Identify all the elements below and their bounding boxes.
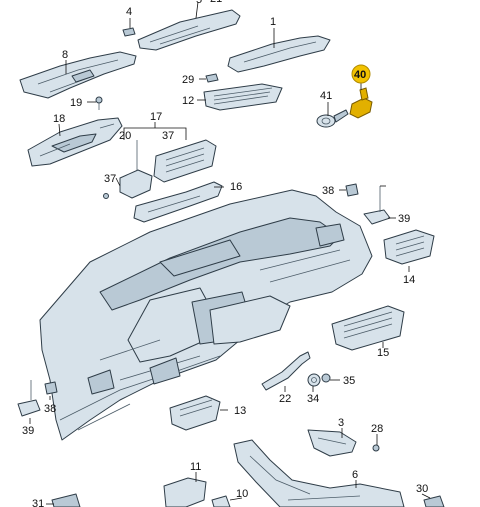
part-38-clip-right: [345, 183, 359, 197]
callout-37-lower: 37: [104, 173, 116, 185]
callout-39-right: 39: [398, 213, 410, 225]
callout-34: 34: [307, 393, 319, 405]
part-12-vent: [203, 83, 283, 111]
callout-16: 16: [230, 181, 242, 193]
callout-14: 14: [403, 274, 415, 286]
callout-1: 1: [270, 16, 276, 28]
callout-4: 4: [126, 6, 132, 18]
callout-15: 15: [377, 347, 389, 359]
leader-lines: [29, 1, 431, 505]
callout-labels: 1 3 4 5 6 8 10 11 12 13 14 15 16 17 18 1…: [22, 0, 428, 507]
callout-12: 12: [182, 95, 194, 107]
part-6-duct: [233, 439, 405, 507]
part-35-clip: [321, 373, 331, 383]
callout-5: 5: [196, 0, 202, 6]
callout-17: 17: [150, 111, 162, 123]
part-4-clip: [122, 27, 136, 37]
callout-20: 20: [119, 130, 131, 142]
callout-13: 13: [234, 405, 246, 417]
callout-22: 22: [279, 393, 291, 405]
part-10-piece: [211, 495, 231, 507]
callout-21: 21: [210, 0, 222, 5]
part-30-piece: [423, 495, 445, 507]
part-28-screw: [372, 444, 380, 452]
part-3-bracket: [307, 429, 357, 457]
callout-29: 29: [182, 74, 194, 86]
part-15-vent: [331, 305, 405, 351]
part-17-vent-group: [153, 139, 217, 183]
part-5-rail: [137, 9, 241, 51]
part-37-screw: [103, 193, 109, 199]
part-22-cable: [261, 351, 311, 391]
part-34-knob: [307, 373, 321, 387]
callout-6: 6: [352, 469, 358, 481]
part-29-clip: [205, 73, 219, 83]
callout-38-left: 38: [44, 403, 56, 415]
part-40-sensor-highlighted: [349, 87, 373, 119]
callout-19: 19: [70, 97, 82, 109]
part-11-bracket: [163, 477, 207, 507]
part-41-ring: [316, 109, 349, 128]
part-14-vent: [383, 229, 435, 265]
callout-40: 40: [354, 69, 366, 81]
callout-41: 41: [320, 90, 332, 102]
callout-37-upper: 37: [162, 130, 174, 142]
part-39-bracket-right: [363, 186, 391, 225]
callout-11: 11: [190, 461, 201, 473]
callout-39-left: 39: [22, 425, 34, 437]
callout-35: 35: [343, 375, 355, 387]
part-39-bracket-left: [17, 380, 41, 417]
callout-28: 28: [371, 423, 383, 435]
part-1-beam: [227, 35, 331, 73]
part-40-highlight-badge: [351, 64, 371, 84]
callout-3: 3: [338, 417, 344, 429]
callout-31: 31: [32, 498, 44, 507]
part-16-strip: [133, 181, 223, 223]
part-18-cover: [27, 117, 123, 167]
dashboard-main: [39, 189, 373, 441]
part-13-vent: [169, 395, 221, 431]
callout-30: 30: [416, 483, 428, 495]
part-8-bracket: [19, 51, 137, 99]
callout-8: 8: [62, 49, 68, 61]
callout-18: 18: [53, 113, 65, 125]
callout-10: 10: [236, 488, 248, 500]
part-19-screw: [95, 96, 103, 110]
part-20-actuator: [119, 140, 153, 199]
part-38-clip-left: [44, 381, 58, 395]
callout-38-right: 38: [322, 185, 334, 197]
part-31-piece: [51, 493, 81, 507]
